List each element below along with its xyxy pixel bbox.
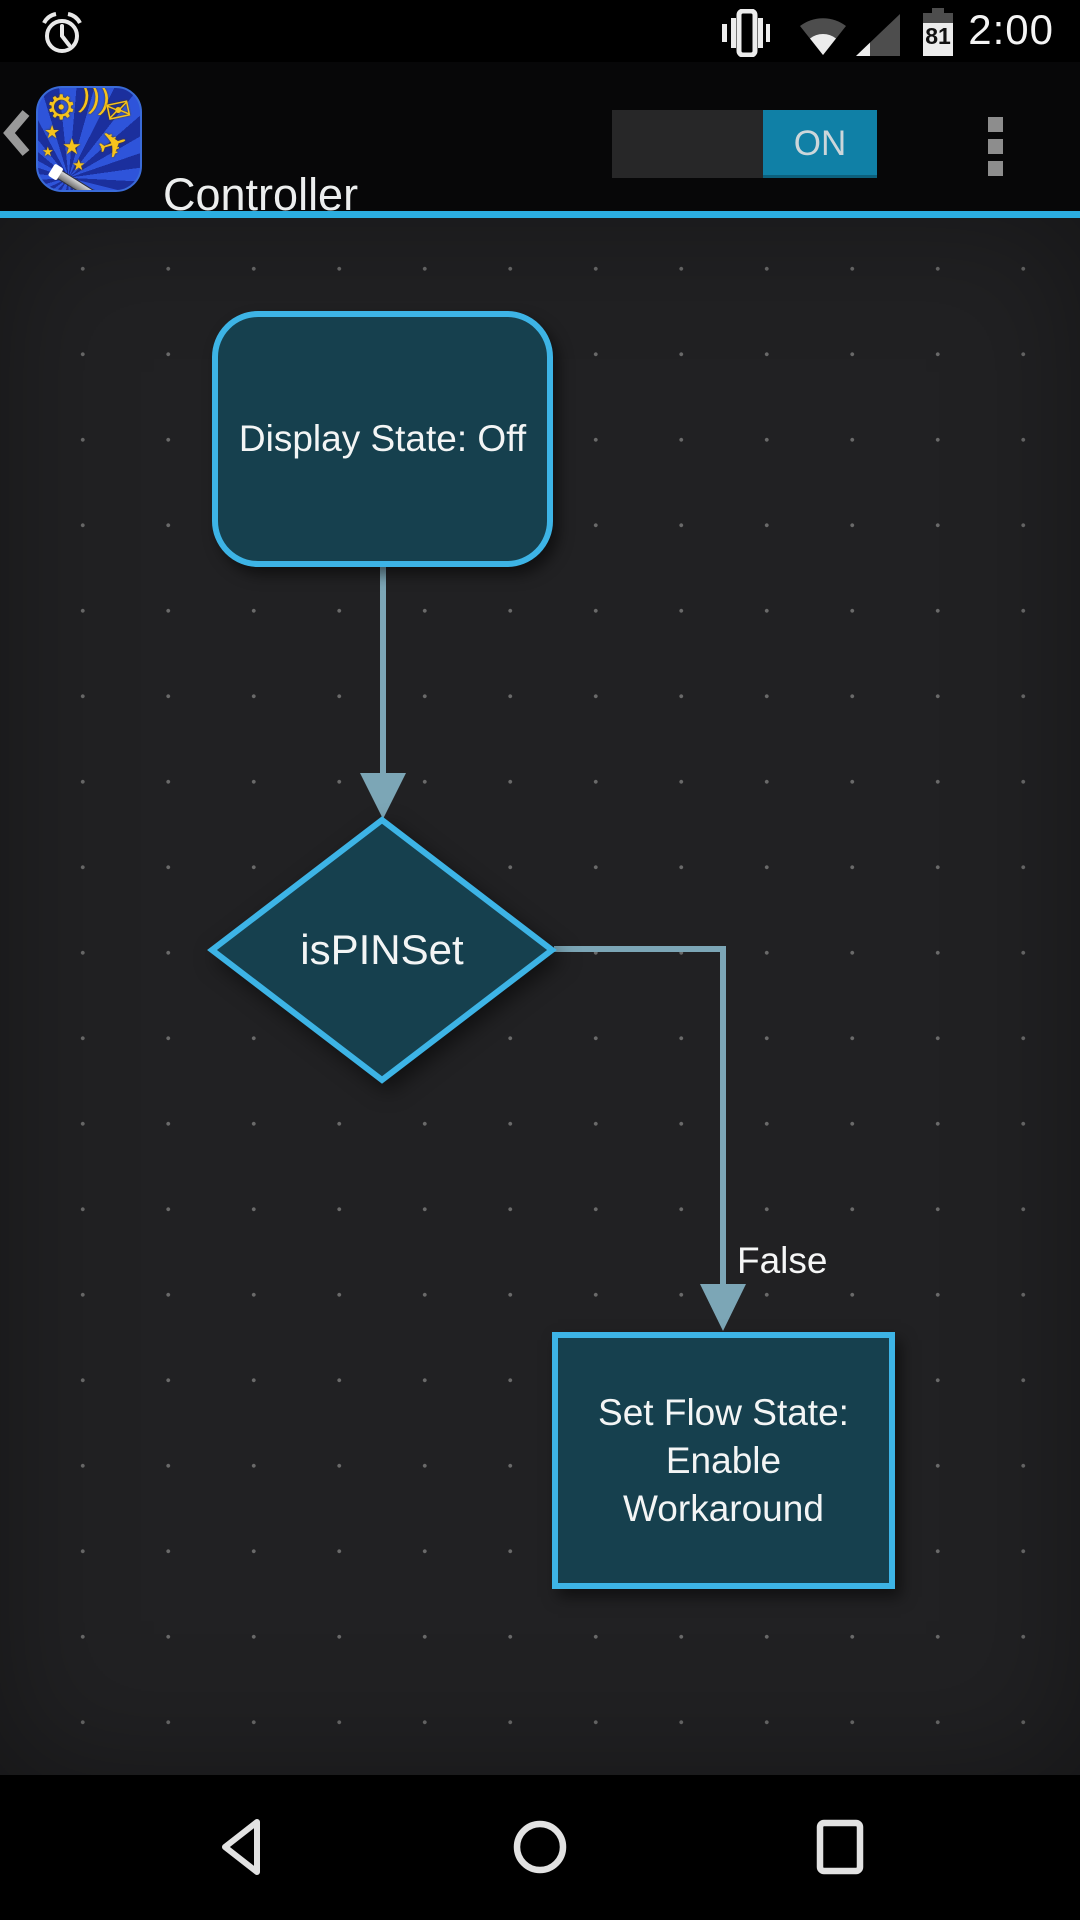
battery-nub (932, 8, 944, 14)
back-icon[interactable] (217, 1817, 265, 1877)
node-decision[interactable]: isPINSet (206, 814, 558, 1086)
node-display-state[interactable]: Display State: Off (212, 311, 553, 567)
automate-app-icon[interactable]: ⚙ ))) ✉ ✈ ★ ★ ★ ★ ★ (36, 86, 142, 192)
navigation-bar (0, 1775, 1080, 1920)
battery-empty-segment (923, 13, 953, 23)
alarm-icon (42, 12, 82, 53)
battery-percent: 81 (925, 23, 951, 49)
toggle-thumb: ON (763, 110, 877, 178)
overflow-dot (988, 139, 1003, 154)
edge-label-false: False (737, 1240, 828, 1281)
diamond-shape (207, 816, 557, 1084)
home-icon[interactable] (512, 1819, 568, 1875)
toggle-state-label: ON (793, 124, 847, 163)
battery-icon: 81 (922, 8, 954, 56)
node-label: isPINSet (300, 926, 464, 973)
up-chevron-icon[interactable] (2, 108, 30, 158)
recents-icon[interactable] (815, 1819, 865, 1875)
star-glyph-icon: ★ (44, 122, 61, 142)
edge-decision-false-vertical (720, 946, 726, 1286)
edge-decision-false-horizontal (554, 946, 724, 952)
node-label: Display State: Off (238, 418, 527, 459)
vibrate-icon (722, 9, 770, 57)
flow-enabled-toggle[interactable]: ON (612, 110, 877, 178)
node-label: Set Flow State: Enable Workaround (598, 1391, 849, 1529)
wifi-icon (800, 18, 846, 55)
status-bar: 81 2:00 (0, 0, 1080, 62)
plane-glyph-icon: ✈ (92, 120, 134, 169)
cell-signal-icon (856, 14, 900, 56)
overflow-menu-icon[interactable] (988, 117, 1003, 197)
arrowhead-icon (360, 773, 406, 819)
edge-display-to-decision (380, 567, 386, 775)
star-glyph-icon: ★ (62, 134, 82, 159)
node-set-flow-state[interactable]: Set Flow State: Enable Workaround (552, 1332, 895, 1589)
status-time: 2:00 (968, 6, 1054, 53)
overflow-dot (988, 117, 1003, 132)
accent-divider (0, 211, 1080, 218)
star-glyph-icon: ★ (72, 157, 86, 174)
star-glyph-icon: ★ (42, 144, 54, 159)
arrowhead-icon (700, 1284, 746, 1331)
overflow-dot (988, 161, 1003, 176)
gear-glyph-icon: ⚙ (46, 89, 77, 127)
flow-canvas[interactable]: False Display State: Off isPINSet Set Fl… (0, 218, 1080, 1775)
app-bar: ⚙ ))) ✉ ✈ ★ ★ ★ ★ ★ Controller ON (0, 62, 1080, 220)
